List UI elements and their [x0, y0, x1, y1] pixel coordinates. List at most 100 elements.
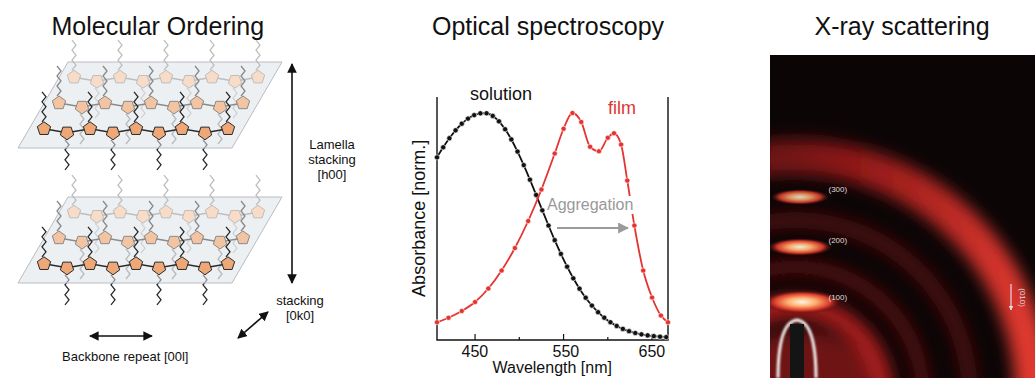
tick-label: 450	[462, 343, 489, 361]
beam-glow	[770, 330, 870, 378]
annotation: Aggregation	[545, 196, 635, 214]
side-chain	[195, 66, 199, 96]
axis-label: Backbone repeat [00l]	[62, 350, 188, 365]
side-chain	[149, 201, 153, 231]
panel-title: X-ray scattering	[815, 12, 990, 41]
data-point	[526, 218, 531, 223]
data-point	[664, 334, 669, 339]
axis-tick	[563, 334, 564, 340]
data-point	[527, 177, 532, 182]
side-chain	[57, 66, 61, 96]
thiophene-ring	[159, 70, 172, 83]
thiophene-ring	[136, 76, 149, 89]
data-point	[434, 320, 439, 325]
side-chain	[134, 227, 138, 257]
thiophene-ring	[228, 211, 241, 224]
data-point	[434, 155, 439, 160]
data-point	[649, 295, 654, 300]
thiophene-ring	[113, 70, 126, 83]
bragg-peak	[770, 189, 830, 205]
data-point	[614, 323, 619, 328]
side-chain	[226, 227, 230, 257]
axis-title: Wavelength [nm]	[493, 359, 612, 377]
aggregation-arrow	[557, 227, 628, 229]
data-point	[641, 268, 646, 273]
data-point	[465, 116, 470, 121]
thiophene-ring	[175, 122, 188, 135]
data-point	[588, 144, 593, 149]
scattering-ring	[770, 267, 923, 378]
beamstop	[790, 324, 804, 378]
data-points	[434, 111, 668, 340]
thiophene-ring	[129, 122, 142, 135]
thiophene-ring	[52, 231, 65, 244]
peak-label: (200)	[829, 236, 848, 245]
side-chain	[88, 227, 92, 257]
lamella-plane	[18, 62, 282, 148]
side-chain	[164, 175, 168, 205]
axis-arrows	[90, 64, 292, 338]
thiophene-ring	[136, 211, 149, 224]
thiophene-ring	[236, 231, 249, 244]
peak-label: (300)	[829, 185, 848, 194]
data-point	[583, 295, 588, 300]
thiophene-ring	[75, 101, 88, 114]
data-point	[658, 313, 663, 318]
data-point	[515, 149, 520, 154]
side-chain	[210, 40, 214, 70]
data-point	[552, 151, 557, 156]
thiophene-ring	[159, 205, 172, 218]
thiophene-ring	[198, 127, 211, 140]
lamella-sheet	[18, 40, 282, 170]
data-point	[595, 310, 600, 315]
plot-frame	[437, 97, 668, 340]
thiophene-ring	[251, 70, 264, 83]
pi-stacking-ring	[770, 157, 1033, 378]
data-point	[620, 326, 625, 331]
data-point	[441, 145, 446, 150]
data-point	[570, 110, 575, 115]
data-point	[546, 223, 551, 228]
lamella-arrow	[291, 64, 293, 283]
peak-label: (010)	[1017, 288, 1026, 307]
data-point	[651, 334, 656, 339]
thiophene-ring	[60, 262, 73, 275]
data-point	[602, 315, 607, 320]
peak-label: (100)	[829, 293, 848, 302]
data-point	[625, 178, 630, 183]
tick-label: 550	[553, 343, 580, 361]
data-point	[605, 135, 610, 140]
axis-label: Lamella stacking [h00]	[299, 138, 365, 183]
scattering-ring	[770, 307, 883, 378]
data-point	[459, 308, 464, 313]
xray-pattern	[770, 55, 1035, 378]
stacking-arrow	[238, 312, 268, 338]
data-point	[446, 315, 451, 320]
side-chain	[42, 92, 46, 122]
side-chain	[88, 92, 92, 122]
thiophene-ring	[52, 96, 65, 109]
peak-arrow	[1010, 284, 1011, 310]
data-point	[539, 187, 544, 192]
side-chain	[256, 40, 260, 70]
lamella-illustration	[18, 40, 282, 305]
data-point	[633, 330, 638, 335]
side-chain	[180, 227, 184, 257]
data-point	[496, 119, 501, 124]
thiophene-ring	[106, 262, 119, 275]
data-point	[478, 111, 483, 116]
thiophene-ring	[90, 76, 103, 89]
data-point	[665, 320, 670, 325]
absorbance-chart	[434, 97, 670, 340]
data-point	[447, 136, 452, 141]
thiophene-ring	[144, 231, 157, 244]
side-chain	[103, 66, 107, 96]
thiophene-ring	[221, 257, 234, 270]
side-chain	[195, 201, 199, 231]
data-point	[589, 303, 594, 308]
thiophene-ring	[198, 262, 211, 275]
data-point	[503, 127, 508, 132]
thiophene-ring	[221, 122, 234, 135]
thiophene-ring	[67, 205, 80, 218]
thiophene-ring	[75, 236, 88, 249]
